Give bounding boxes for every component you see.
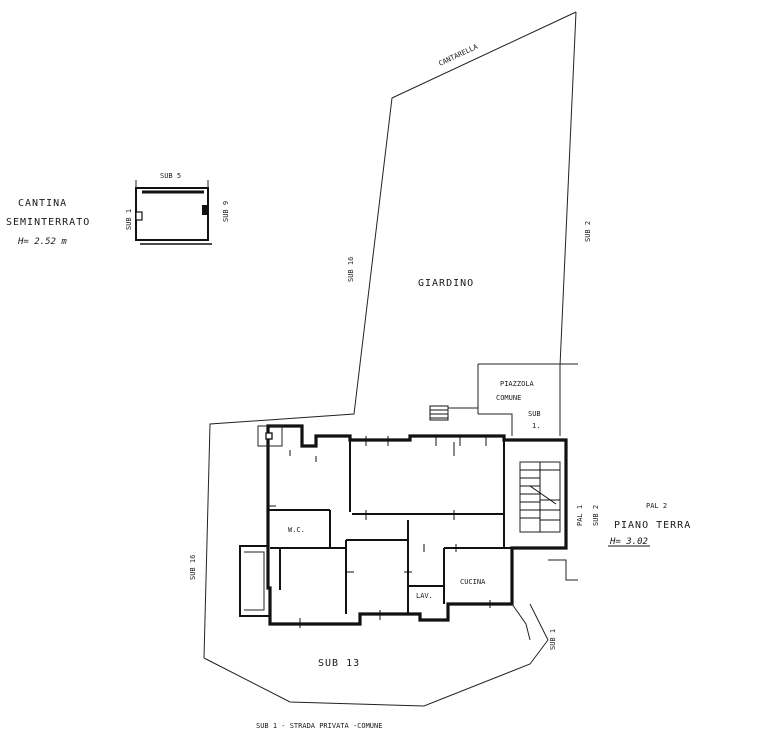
road-bottom: SUB 1 - STRADA PRIVATA -COMUNE	[256, 722, 382, 730]
pal-1-label: PAL 1	[576, 505, 584, 526]
floor-height: H= 3.02	[609, 537, 648, 547]
floor-label: PIANO TERRA	[614, 520, 691, 531]
piazzola-sublabel: COMUNE	[496, 394, 521, 402]
piazzola-label: PIAZZOLA	[500, 380, 535, 388]
sub-13-label: SUB 13	[318, 658, 360, 669]
sub-16-lower: SUB 16	[189, 555, 197, 580]
site-boundary	[203, 11, 578, 707]
building-label: PAL 2	[646, 502, 667, 510]
cellar-sub-left: SUB 1	[125, 209, 133, 230]
sub-1-right: SUB 1	[549, 629, 557, 650]
sub-2-stair: SUB 2	[592, 505, 600, 526]
piazzola-sub: SUB	[528, 410, 541, 418]
cellar-plan	[135, 180, 212, 245]
room-kitchen: CUCINA	[460, 578, 486, 586]
road-cantarella: CANTARELLA	[437, 42, 479, 67]
room-lav: LAV.	[416, 592, 433, 600]
cellar-subtitle: SEMINTERRATO	[6, 217, 90, 228]
room-wc: W.C.	[288, 526, 305, 534]
piazzola-sub-num: 1.	[532, 422, 540, 430]
sub-2-upper: SUB 2	[584, 221, 592, 242]
apartment-walls	[239, 405, 568, 641]
cellar-title: CANTINA	[18, 198, 67, 209]
sub-16-upper: SUB 16	[347, 257, 355, 282]
cellar-sub-top: SUB 5	[160, 172, 181, 180]
cellar-sub-right: SUB 9	[222, 201, 230, 222]
garden-label: GIARDINO	[418, 278, 474, 289]
cellar-height: H= 2.52 m	[17, 237, 67, 247]
